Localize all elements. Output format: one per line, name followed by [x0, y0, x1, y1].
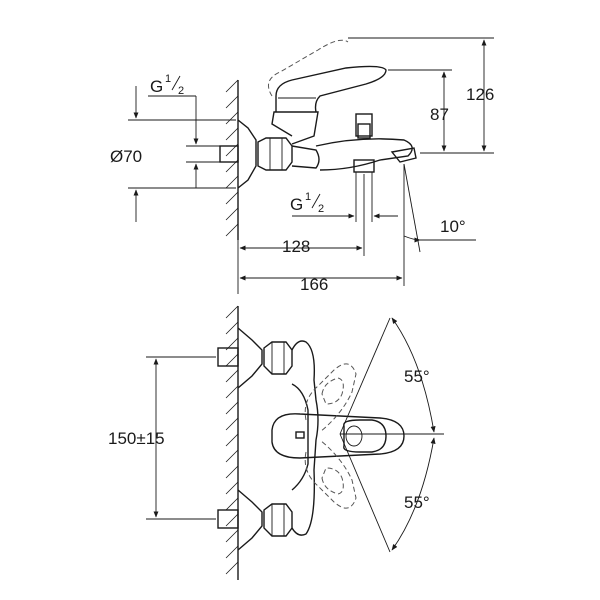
thread-upper-den: 2	[178, 85, 184, 97]
side-view: 126 87 Ø70 G 1 2 G 1 2	[110, 37, 494, 294]
thread-label-lower: G 1 2	[290, 172, 398, 222]
dim-label-angle-down: 55°	[404, 493, 430, 512]
dimension-center-distance	[146, 356, 216, 520]
connection-lower	[217, 489, 293, 551]
dim-label-angle-up: 55°	[404, 367, 430, 386]
lever-ghost-up	[304, 363, 357, 433]
lever-side	[267, 39, 387, 113]
dimension-angle-spout	[403, 163, 476, 253]
thread-label-upper: G 1 2	[150, 73, 184, 97]
dimension-lever-angles	[339, 317, 444, 553]
thread-lower-main: G	[290, 195, 303, 214]
dimension-height	[348, 37, 494, 154]
thread-upper-main: G	[150, 77, 163, 96]
wall-section-top	[225, 79, 239, 240]
mixer-body-front	[291, 340, 319, 536]
thread-lower-den: 2	[318, 203, 324, 215]
mixer-body	[271, 111, 417, 173]
dimension-diameter	[128, 86, 236, 222]
dim-label-126: 126	[466, 85, 494, 104]
dim-label-diameter: Ø70	[110, 147, 142, 166]
lever-ghost-down	[304, 439, 357, 509]
connection-upper	[217, 327, 293, 389]
dimension-length	[237, 164, 405, 294]
dim-label-166: 166	[300, 275, 328, 294]
thread-upper-num: 1	[165, 73, 171, 85]
dim-label-center-distance: 150±15	[108, 429, 165, 448]
dim-label-87: 87	[430, 105, 449, 124]
front-view: 55° 55° 150±15	[108, 305, 444, 580]
wall-section-bottom	[225, 305, 239, 580]
dim-label-128: 128	[282, 237, 310, 256]
dim-label-angle: 10°	[440, 217, 466, 236]
thread-lower-num: 1	[305, 191, 311, 203]
lever-front	[271, 413, 405, 459]
